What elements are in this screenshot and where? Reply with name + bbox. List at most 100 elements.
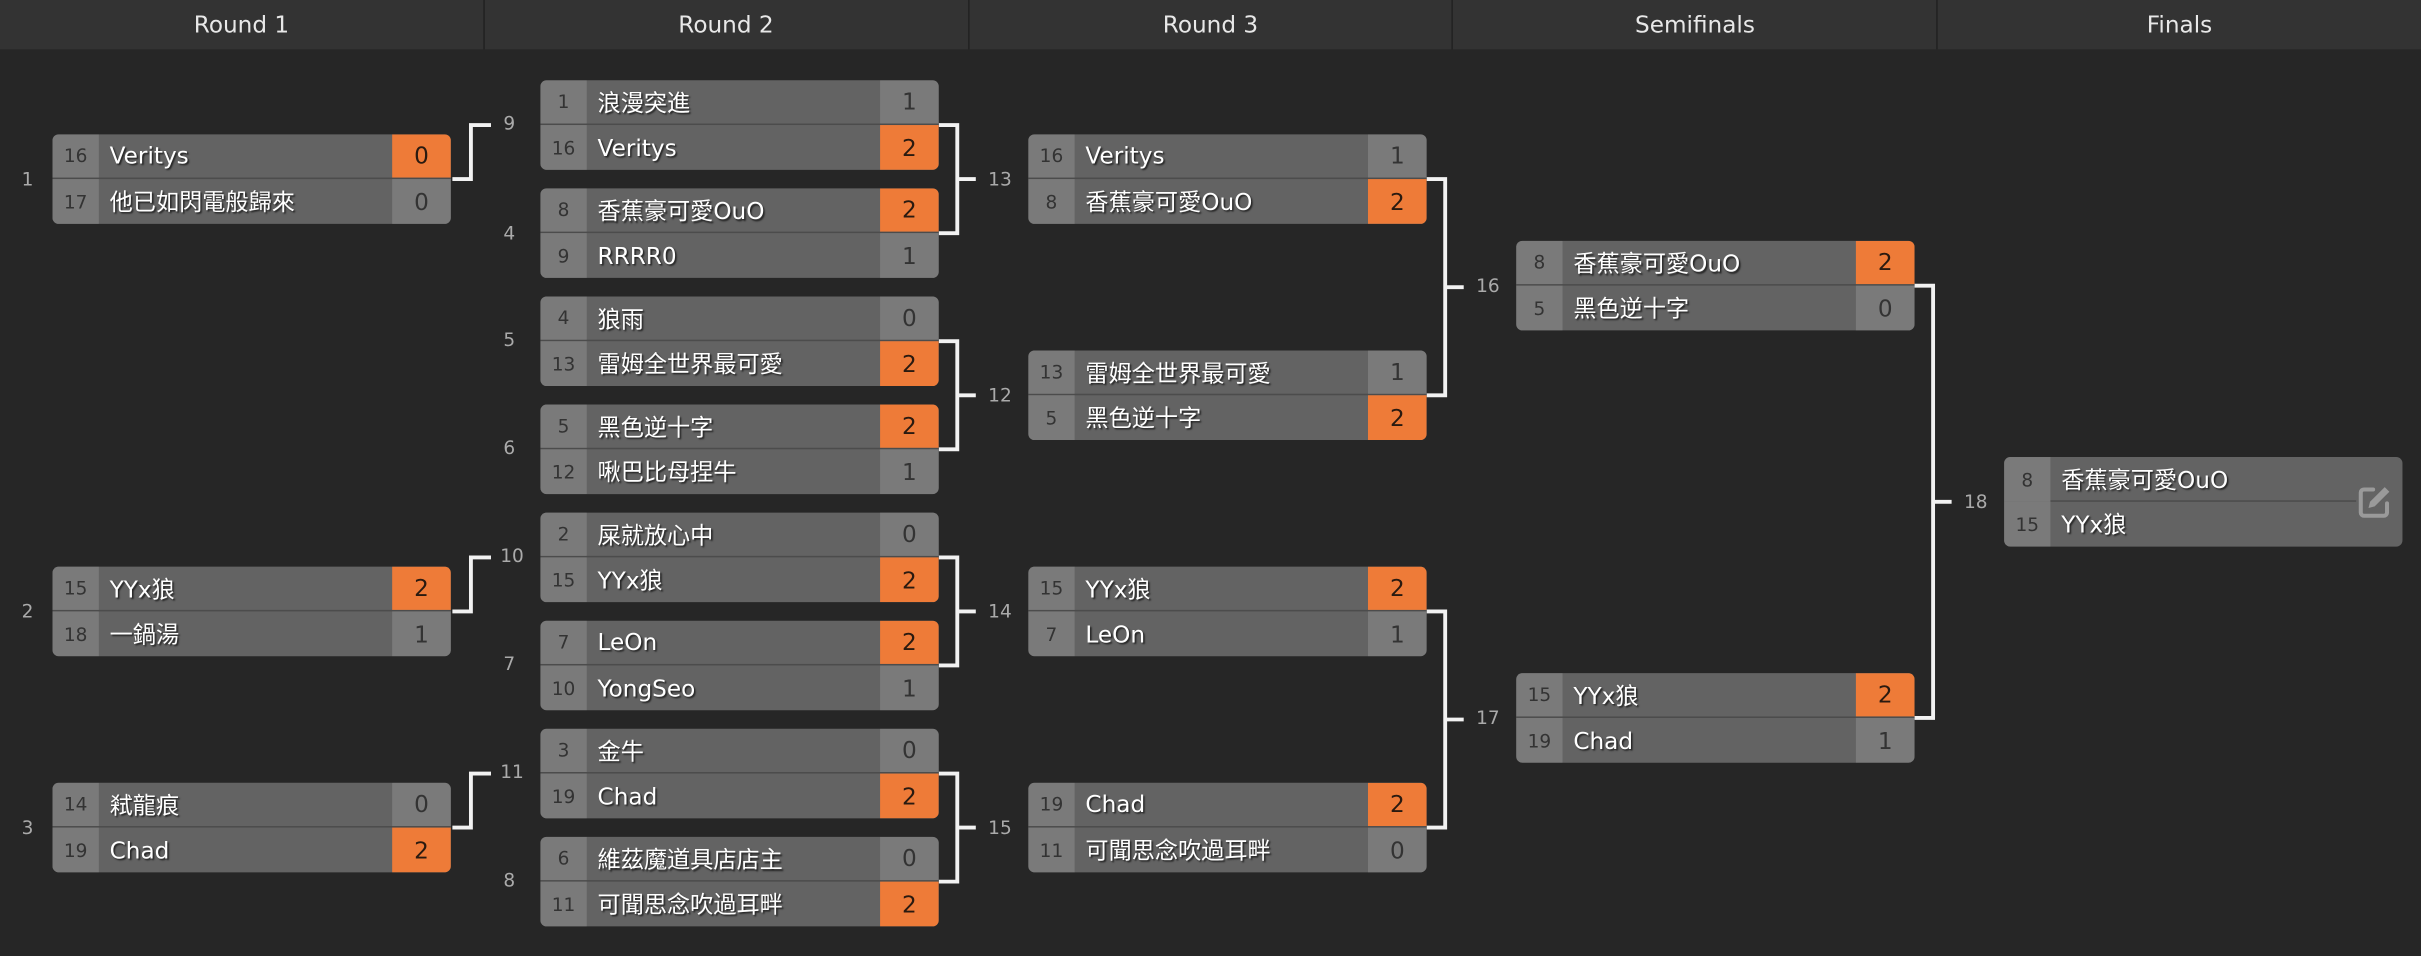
match-number: 4 [503,222,516,244]
connector-line [452,555,491,614]
team-score: 0 [880,836,939,881]
match-number: 3 [21,816,34,839]
team-name: Veritys [597,133,677,162]
team-score: 2 [880,620,939,664]
team-name: 屎就放心中 [597,521,714,549]
team-score: 1 [1367,350,1427,394]
team-name: 黑色逆十字 [1085,404,1202,433]
team-seed: 15 [1516,673,1563,717]
match-number: 17 [1476,707,1500,729]
team-score: 0 [392,782,451,827]
match-number: 12 [988,384,1012,407]
team-name: LeOn [597,628,658,657]
team-seed: 5 [1516,285,1563,331]
team-score: 2 [392,827,451,873]
team-seed: 15 [540,557,587,603]
match-number: 14 [988,600,1012,623]
match-number: 9 [503,112,516,135]
team-score: 2 [880,773,939,819]
connector-line [452,123,491,182]
match-number: 10 [500,545,524,567]
team-name: 香蕉豪可愛OuO [597,196,765,225]
match-number: 15 [988,816,1012,839]
team-score: 1 [1367,134,1427,178]
team-name: 狼雨 [597,304,644,333]
team-row[interactable]: 8 香蕉豪可愛OuO [2004,457,2402,502]
edit-icon[interactable] [2356,483,2393,520]
connector-line [1914,283,1936,720]
team-score: 0 [880,296,939,340]
team-name: RRRR0 [597,241,677,270]
match-number: 6 [503,436,516,459]
connector-line [452,771,491,830]
team-name: YYx狼 [597,566,663,595]
match-number: 11 [500,761,524,783]
team-seed: 5 [1028,395,1075,441]
team-seed: 8 [1028,179,1075,224]
team-row[interactable]: 15 YYx狼 [2004,501,2402,547]
team-seed: 12 [540,449,587,495]
team-score: 0 [392,134,451,178]
team-score: 2 [392,566,451,610]
team-seed: 16 [1028,134,1075,178]
team-seed: 15 [1028,566,1075,610]
team-seed: 2 [540,512,587,556]
team-seed: 15 [52,566,99,610]
team-score: 0 [880,728,939,772]
